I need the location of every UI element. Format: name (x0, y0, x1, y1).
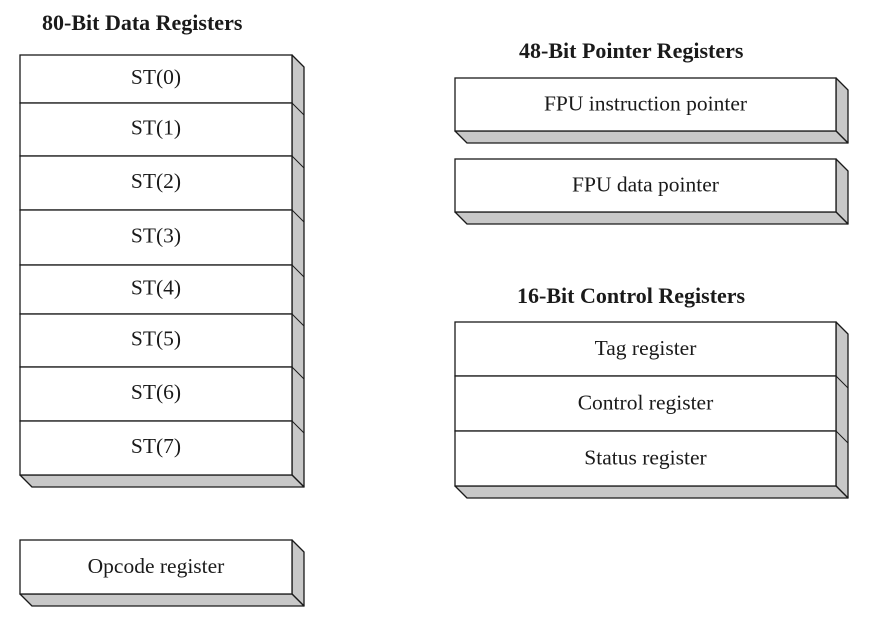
data-pointer-label: FPU data pointer (572, 173, 719, 197)
st7-register-cell (19, 420, 293, 476)
data-pointer-cell (454, 158, 837, 213)
st2-register-label: ST(2) (131, 169, 181, 193)
control-register-label: Control register (578, 391, 714, 415)
pointer-registers-heading: 48-Bit Pointer Registers (519, 38, 744, 63)
st6-register-label: ST(6) (131, 380, 181, 404)
opcode-register-box: Opcode register (19, 539, 305, 607)
control-register-cell (454, 375, 837, 432)
tag-register-cell (454, 321, 837, 377)
st7-register-label: ST(7) (131, 434, 181, 458)
st3-register-cell (19, 209, 293, 266)
instruction-pointer-cell (454, 77, 837, 132)
opcode-register-label: Opcode register (88, 554, 225, 578)
instruction-pointer-label: FPU instruction pointer (544, 92, 747, 116)
data-pointer-box: FPU data pointer (454, 158, 849, 225)
data-register-stack: ST(0) ST(1) ST(2) ST(3) ST(4) ST(5) ST(6) ST(7) (19, 54, 305, 488)
opcode-register-cell (19, 539, 293, 595)
st0-register-label: ST(0) (131, 65, 181, 89)
tag-register-label: Tag register (595, 336, 697, 360)
data-registers-heading: 80-Bit Data Registers (42, 10, 243, 35)
st4-register-label: ST(4) (131, 276, 181, 300)
st0-register-cell (19, 54, 293, 104)
st3-register-label: ST(3) (131, 224, 181, 248)
st4-register-cell (19, 264, 293, 315)
st1-register-label: ST(1) (131, 116, 181, 140)
status-register-label: Status register (584, 446, 706, 470)
instruction-pointer-box: FPU instruction pointer (454, 77, 849, 144)
st5-register-label: ST(5) (131, 327, 181, 351)
st5-register-cell (19, 313, 293, 368)
status-register-cell (454, 430, 837, 487)
st2-register-cell (19, 155, 293, 211)
control-registers-heading: 16-Bit Control Registers (517, 283, 746, 308)
